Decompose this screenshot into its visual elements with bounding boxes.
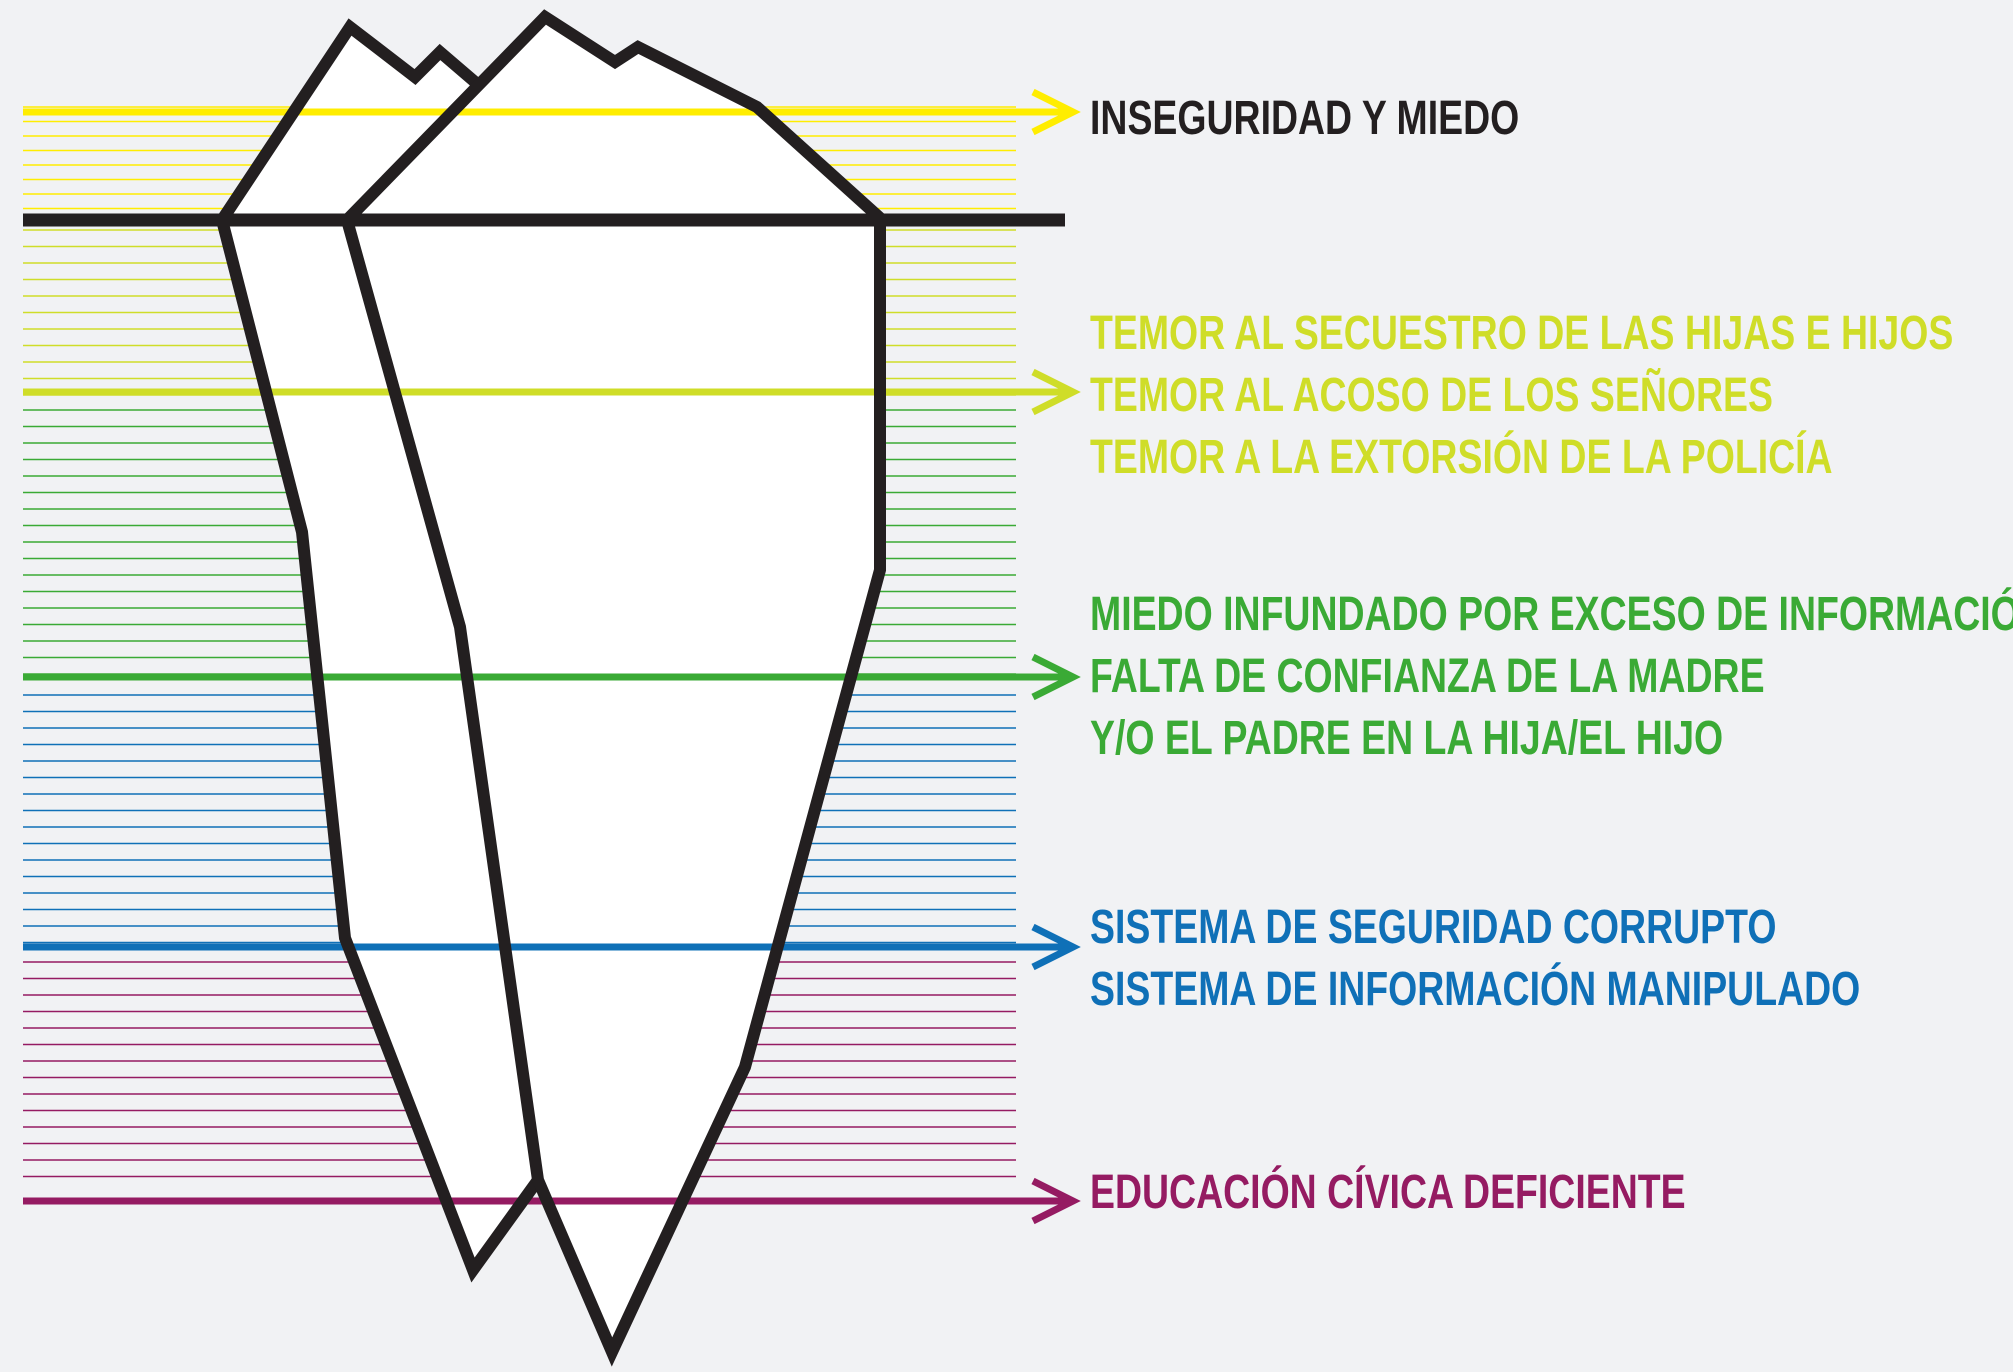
label-blue: SISTEMA DE SEGURIDAD CORRUPTO SISTEMA DE… xyxy=(1090,897,2013,1021)
arrowhead-yellow xyxy=(1031,88,1081,136)
label-line: TEMOR AL ACOSO DE LOS SEÑORES xyxy=(1090,369,1774,422)
label-lime: TEMOR AL SECUESTRO DE LAS HIJAS E HIJOS … xyxy=(1090,303,2013,489)
label-line: Y/O EL PADRE EN LA HIJA/EL HIJO xyxy=(1090,712,1724,765)
label-line: EDUCACIÓN CÍVICA DEFICIENTE xyxy=(1090,1166,1686,1219)
iceberg-outline xyxy=(216,9,886,1367)
label-line: INSEGURIDAD Y MIEDO xyxy=(1090,92,1520,145)
arrowhead-green xyxy=(1031,653,1081,701)
label-line: SISTEMA DE INFORMACIÓN MANIPULADO xyxy=(1090,963,1861,1016)
label-yellow: INSEGURIDAD Y MIEDO xyxy=(1090,88,1640,150)
arrowhead-lime xyxy=(1031,368,1081,416)
arrowhead-magenta xyxy=(1031,1177,1081,1225)
iceberg-tip-left xyxy=(216,18,479,224)
label-line: MIEDO INFUNDADO POR EXCESO DE INFORMACIÓ… xyxy=(1090,588,2013,641)
label-line: TEMOR AL SECUESTRO DE LAS HIJAS E HIJOS xyxy=(1090,307,1954,360)
arrows xyxy=(23,88,1081,1225)
label-magenta: EDUCACIÓN CÍVICA DEFICIENTE xyxy=(1090,1162,1854,1224)
arrowhead-blue xyxy=(1031,923,1081,971)
iceberg-crack xyxy=(341,218,886,1367)
label-line: TEMOR A LA EXTORSIÓN DE LA POLICÍA xyxy=(1090,431,1833,484)
label-green: MIEDO INFUNDADO POR EXCESO DE INFORMACIÓ… xyxy=(1090,584,2013,770)
iceberg-tip-right xyxy=(342,9,885,225)
label-line: FALTA DE CONFIANZA DE LA MADRE xyxy=(1090,650,1765,703)
iceberg-body-left xyxy=(216,218,543,1283)
label-line: SISTEMA DE SEGURIDAD CORRUPTO xyxy=(1090,901,1777,954)
